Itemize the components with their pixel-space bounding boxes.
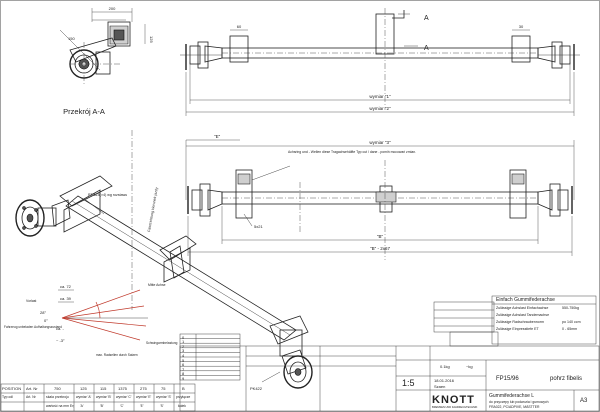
title-bottom-code: pohrz fibelis [550,376,583,382]
title-scale: 1:5 [402,378,415,388]
dim-top-small-1: 60 [237,24,242,29]
table-header-6: 275 [140,386,147,391]
table-r2-3: 'A' [80,404,84,408]
table-header-1: Art. Nr [26,386,38,391]
angle-ca-minus: ca. - [56,326,64,331]
parts-row-6: 6 [182,362,185,368]
section-marker-a-bottom: A [424,45,429,52]
dim-wymiar-3: wymiar "3" [369,140,391,145]
spec-block [433,295,597,347]
angle-label-unbeladen: Fahrzeug unbeladen Aufhaltungszustand [4,325,62,329]
parts-list-grid [179,333,241,381]
table-header-4: 115 [100,386,107,391]
spec-title: Einfach Gummifederachse [496,297,555,303]
title-product-1: Gummifederachse L [489,393,535,399]
table-header-8: B [182,386,185,391]
field-label: Fahrtrichtung kierunek jazdy [147,187,159,232]
dim-b: "B" [377,234,384,239]
table-r1-7: wymiar 'S' [156,395,172,399]
dim-e: "E" [214,134,221,139]
table-r1-1: Art. Nr [26,395,36,399]
table-header-5: 1375 [118,386,127,391]
spec-row-4-value: 0 - 65mm [562,327,578,331]
section-title: Przekrój A-A [63,107,105,116]
title-company: KNOTT [432,394,475,406]
spec-row-4-label: Zulässige Einpresstiefe ET [496,327,539,331]
title-date: 18.01.2016 [434,378,455,383]
pcd-label: PK422 [250,386,263,391]
top-view-axle: 60 30 A A wymiar "1" wymiar "2" [180,8,580,116]
table-r2-8: kołek [178,404,186,408]
angle-minus-3: ~ -3° [56,338,65,343]
title-drawn-by: Szaen [434,384,446,389]
table-header-3: 125 [80,386,87,391]
title-mass: ~kg [466,364,473,369]
dim-top-small-2: 30 [519,24,524,29]
title-product-3: FRA022, PC/ADPIVE, MÄSTTER [489,405,540,409]
isometric-view: Fahrtrichtung kierunek jazdy PT/5Z5(×4) … [15,130,313,391]
spec-row-1-value: 550-750kg [562,306,579,310]
section-a-a-view: 200 125 150 [59,6,154,86]
table-r1-6: wymiar 'E' [136,395,152,399]
front-view-axle: "E" wymiar "3" "B" "B" - 2x67 [185,134,575,260]
dim-top-left-width: 200 [109,6,116,11]
angle-0: 0° [44,318,48,323]
title-block-frame [179,345,600,412]
angle-label-radsellen: max. Radsellen durch Satzen [96,353,138,357]
screw-label: 5x21 [254,224,263,229]
table-r1-2: skala przekroju [46,395,69,399]
table-r2-5: 'C' [120,404,124,408]
table-r2-7: 'S' [160,404,164,408]
section-marker-a-top: A [424,15,429,22]
title-sheet-ref: A3 [580,398,588,404]
table-r1-3: wymiar 'A' [76,395,92,399]
thread-label: PT/5Z5(×4) wg rozstawu [88,193,127,197]
table-header-0: POSITION [2,386,22,391]
angle-label-schwingarm: Schwingarmbelastung [146,341,178,345]
parts-row-2: 2 [182,343,185,349]
angle-ca-39: ca. 39 [60,296,72,301]
spec-row-1-label: Zulässige Achslast Einfachachse [496,306,549,310]
parts-row-3: 3 [182,348,185,354]
parts-row-5: 5 [182,357,185,363]
title-part-no: FP15/96 [496,376,519,382]
spec-row-3-value: po 140 ccm [562,320,581,324]
angle-ca-72: ca. 72 [60,284,72,289]
angle-label-mitte: Mitte Achse [148,283,166,287]
spec-row-2-label: Zulässige Achslast Tandemachse [496,313,550,317]
title-weight: 0.1kg [440,364,450,369]
table-header-2: 750 [54,386,61,391]
parts-row-4: 4 [182,353,185,358]
table-header-7: 75 [161,386,166,391]
table-r1-8: przyłącze [176,395,191,399]
parts-row-1: 1 [182,339,185,345]
table-r2-2: wartość na mm Ergo [46,404,74,408]
svg-text:150: 150 [68,36,75,41]
table-r2-6: 'E' [140,404,144,408]
dim-b-minus: "B" - 2x67 [370,246,390,251]
bottom-table-frame [0,383,196,412]
parts-row-8: 8 [182,371,185,377]
table-r2-4: 'B' [100,404,104,408]
parts-row-0: 0 [182,334,185,340]
dim-wymiar-2: wymiar "2" [369,106,391,111]
title-product-2: do przyczepy lub podwozia i gumowych [489,400,549,404]
angle-28: 28° [40,310,46,315]
title-company-sub: BREMSEN UND FAHRZEUGTECHNIK [432,406,478,409]
parts-row-9: 9 [182,376,185,381]
spec-row-3-label: Zulässige Radschraubennorm [496,320,544,324]
dim-wymiar-1: wymiar "1" [369,94,391,99]
table-r1-0: Typ odl [2,395,13,399]
table-r1-5: wymiar 'C' [116,395,132,399]
angle-label-vorlast: Vorlast [26,299,36,303]
table-r1-4: wymiar 'B' [96,395,112,399]
angle-diagram: ca. 72 ca. 39 28° 0° ca. - ~ -3° Vorlast… [4,283,178,357]
note-center: Achsring und - Wellen diese Tragachsehäl… [288,150,416,154]
dim-top-left-height: 125 [149,36,154,43]
parts-row-7: 7 [182,366,185,372]
